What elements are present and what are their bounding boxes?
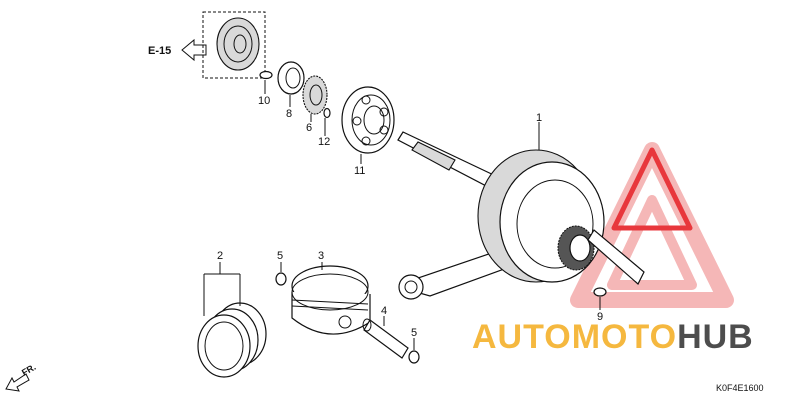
callout-2: 2 xyxy=(217,250,223,262)
piston-pin-boss xyxy=(338,315,352,329)
callout-11: 11 xyxy=(354,165,365,177)
gear-body xyxy=(216,17,260,71)
callout-3: 3 xyxy=(318,250,324,262)
part-5-clip-lower[interactable] xyxy=(408,338,420,364)
sprocket-bore xyxy=(309,84,323,106)
callout-5-upper: 5 xyxy=(277,250,283,262)
collar-inner xyxy=(285,67,301,89)
part-3-piston[interactable] xyxy=(291,262,371,335)
bearing-outer-race xyxy=(341,86,395,154)
gear-bore xyxy=(233,34,247,54)
watermark-text: AUTOMOTOHUB xyxy=(472,318,754,356)
part-11-bearing[interactable] xyxy=(341,86,395,164)
small-end xyxy=(398,274,424,300)
sprocket-teeth xyxy=(302,75,328,115)
part-4-piston-pin[interactable] xyxy=(362,316,409,359)
clip-shape xyxy=(275,272,287,286)
pin-body xyxy=(363,319,409,359)
callout-5-lower: 5 xyxy=(411,327,417,339)
callout-10: 10 xyxy=(258,95,270,107)
key-shape xyxy=(323,107,331,119)
gear-hub xyxy=(223,25,253,63)
part-9-key[interactable] xyxy=(593,287,607,310)
watermark-triangle-inner xyxy=(607,195,697,290)
callout-9: 9 xyxy=(597,311,603,323)
front-label: FR. xyxy=(20,362,38,378)
callout-4: 4 xyxy=(381,305,387,317)
front-indicator: FR. xyxy=(5,362,38,392)
watermark-logo xyxy=(570,142,734,308)
reference-label: E-15 xyxy=(148,45,171,57)
key-shape xyxy=(259,70,273,80)
part-2-piston-rings[interactable] xyxy=(197,262,267,378)
watermark-word-dark: HUB xyxy=(677,318,754,356)
ring-front xyxy=(197,314,251,378)
part-8-collar[interactable] xyxy=(277,61,305,107)
primary-gear-hub xyxy=(569,234,591,262)
watermark-triangle-accent xyxy=(611,147,693,231)
part-12-key[interactable] xyxy=(323,107,331,137)
reference-arrow-icon xyxy=(181,38,207,62)
svg-text:AUTOMOTOHUB: AUTOMOTOHUB xyxy=(472,318,754,356)
figure-code: K0F4E1600 xyxy=(716,383,764,393)
callout-6: 6 xyxy=(306,122,312,134)
front-arrow-icon xyxy=(5,373,30,392)
bearing-inner-race xyxy=(363,105,385,135)
dashed-reference-box xyxy=(202,11,266,79)
part-10-key[interactable] xyxy=(259,70,273,95)
callout-12: 12 xyxy=(318,136,330,148)
part-6-sprocket[interactable] xyxy=(302,75,328,122)
bearing-balls-track xyxy=(351,94,391,146)
clip-shape xyxy=(408,350,420,364)
callout-8: 8 xyxy=(286,108,292,120)
crankshaft-splines xyxy=(411,141,456,171)
crankshaft-right-shaft xyxy=(587,229,645,285)
callout-numbers: 1 2 3 4 5 5 6 8 9 10 11 12 xyxy=(217,95,603,339)
key-shape xyxy=(593,287,607,297)
piston-skirt xyxy=(291,292,371,335)
drive-gear-reference xyxy=(202,11,266,79)
watermark-word-orange: AUTOMOTO xyxy=(472,318,677,356)
part-1-crankshaft[interactable] xyxy=(397,122,645,300)
part-5-clip-upper[interactable] xyxy=(275,262,287,286)
reference-e15[interactable]: E-15 xyxy=(148,38,207,62)
callout-1: 1 xyxy=(536,112,542,124)
